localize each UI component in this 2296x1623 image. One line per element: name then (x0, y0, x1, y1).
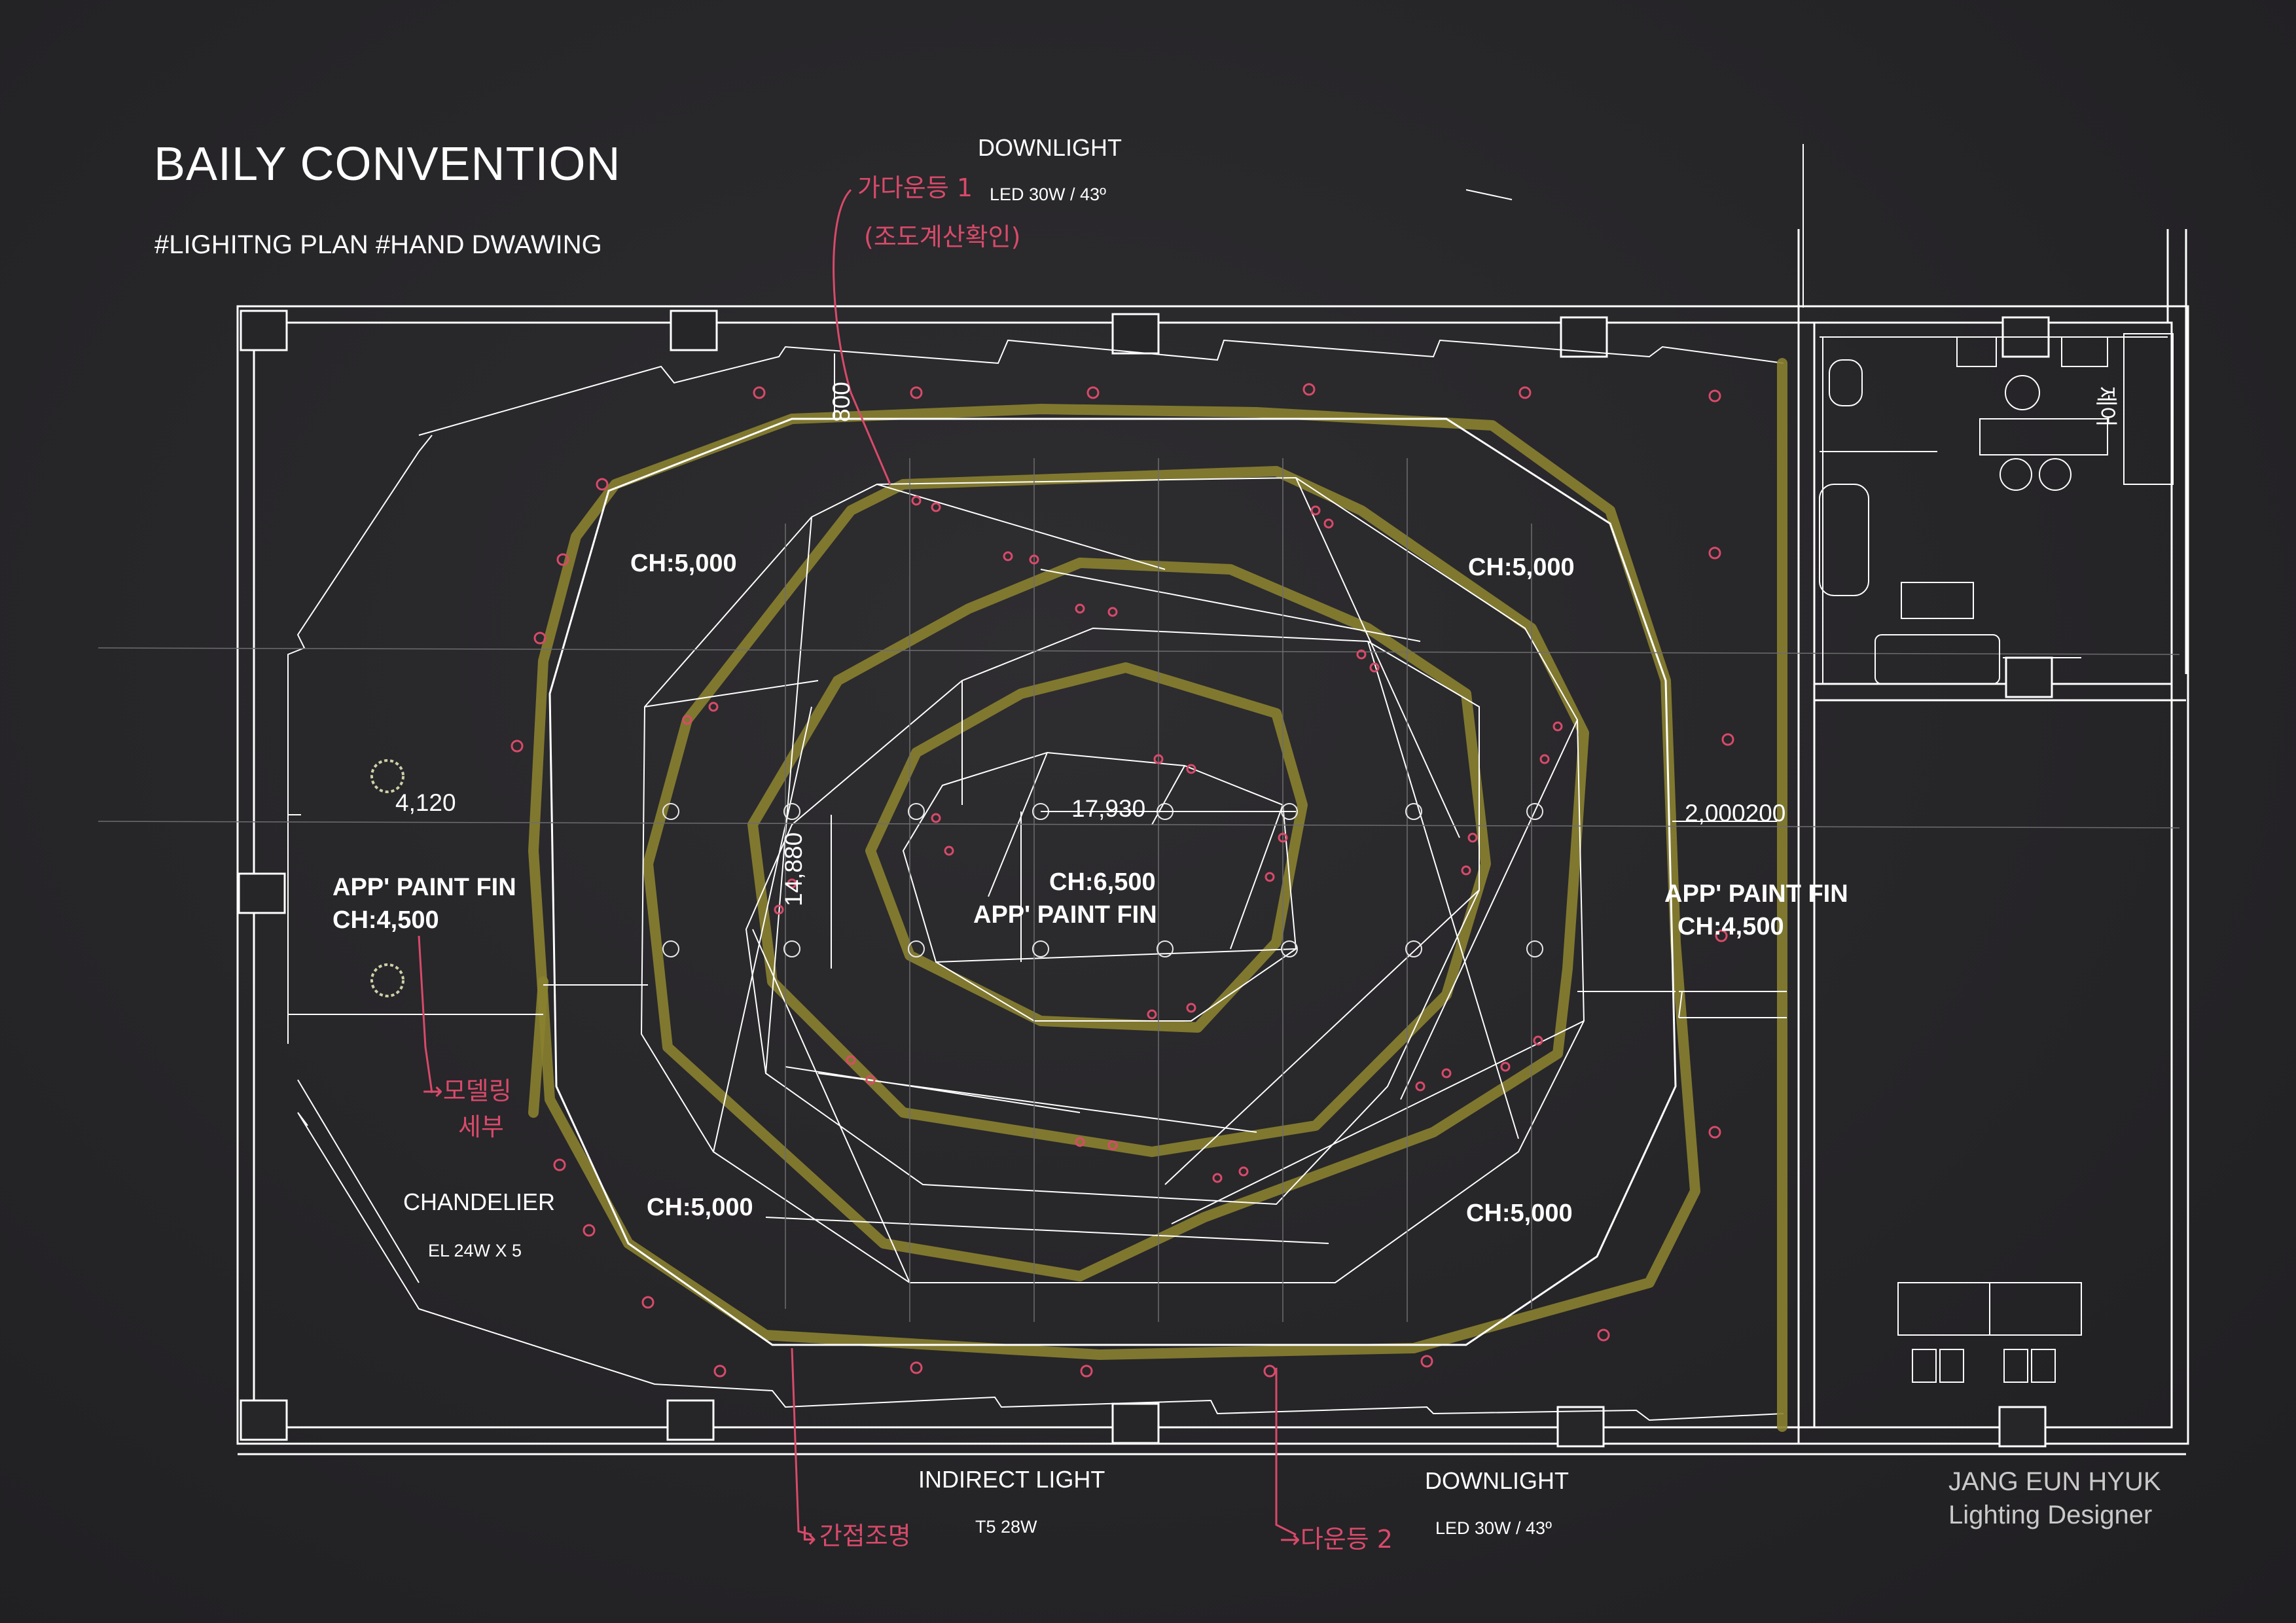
designer-role: Lighting Designer (1948, 1501, 2153, 1529)
dimension-left: 4,120 (395, 789, 456, 816)
perimeter-soffit (287, 339, 1784, 1421)
downlight-top-spec: LED 30W / 43º (990, 185, 1106, 204)
page-tags: #LIGHITNG PLAN #HAND DWAWING (154, 230, 602, 259)
finish-right: APP' PAINT FIN (1664, 880, 1848, 908)
pink-note-bottom-right: →다운등 2 (1280, 1525, 1393, 1554)
ceiling-height-left: CH:4,500 (332, 906, 439, 934)
ceiling-height-right: CH:4,500 (1677, 913, 1784, 940)
pink-note-top: 가다운등 1 (857, 173, 973, 202)
indirect-light-label: INDIRECT LIGHT (918, 1466, 1105, 1493)
finish-center: APP' PAINT FIN (973, 901, 1157, 929)
ceiling-height-top-left: CH:5,000 (630, 550, 737, 577)
markup-leaders (418, 188, 1297, 1536)
indirect-light-highlight (528, 358, 1787, 1432)
page-title: BAILY CONVENTION (154, 138, 621, 190)
ceiling-grid (98, 458, 2180, 1322)
service-rooms (1465, 144, 2174, 1383)
pink-note-top-sub: (조도계산확인) (864, 223, 1020, 251)
indirect-light-spec: T5 28W (975, 1517, 1037, 1537)
pink-note-bottom-left: ↳간접조명 (798, 1522, 911, 1550)
pink-note-left-sub: 세부 (458, 1113, 504, 1141)
ceiling-height-bottom-right: CH:5,000 (1466, 1200, 1573, 1227)
dimension-right: 2,000200 (1685, 800, 1786, 827)
control-room-label: 제어 (2093, 386, 2118, 427)
dimension-center-height: 14,880 (780, 832, 807, 906)
ceiling-height-center: CH:6,500 (1049, 868, 1156, 896)
structural-columns (238, 310, 2053, 1448)
downlight-bottom-spec: LED 30W / 43º (1435, 1518, 1552, 1538)
ceiling-linework (288, 418, 1787, 1346)
pink-note-left: →모델링 (422, 1077, 512, 1105)
ceiling-height-bottom-left: CH:5,000 (647, 1194, 753, 1221)
dimension-top: 800 (828, 382, 855, 422)
downlight-bottom-label: DOWNLIGHT (1425, 1467, 1569, 1494)
markup-notes: 가다운등 1 (조도계산확인) →모델링 세부 ↳간접조명 →다운등 2 (422, 173, 1393, 1554)
chandelier-spec: EL 24W X 5 (428, 1241, 522, 1260)
dimension-center-width: 17,930 (1071, 795, 1146, 822)
dimension-lines (831, 353, 1777, 969)
outer-walls (236, 229, 2189, 1455)
ceiling-height-top-right: CH:5,000 (1468, 554, 1575, 581)
downlight-fixtures (662, 803, 1543, 957)
designer-name: JANG EUN HYUK (1948, 1467, 2161, 1496)
markup-downlights (511, 383, 1734, 1378)
chandelier-fixtures (370, 759, 404, 997)
finish-left: APP' PAINT FIN (332, 874, 516, 901)
chandelier-label: CHANDELIER (403, 1188, 556, 1215)
downlight-top-label: DOWNLIGHT (978, 134, 1122, 161)
